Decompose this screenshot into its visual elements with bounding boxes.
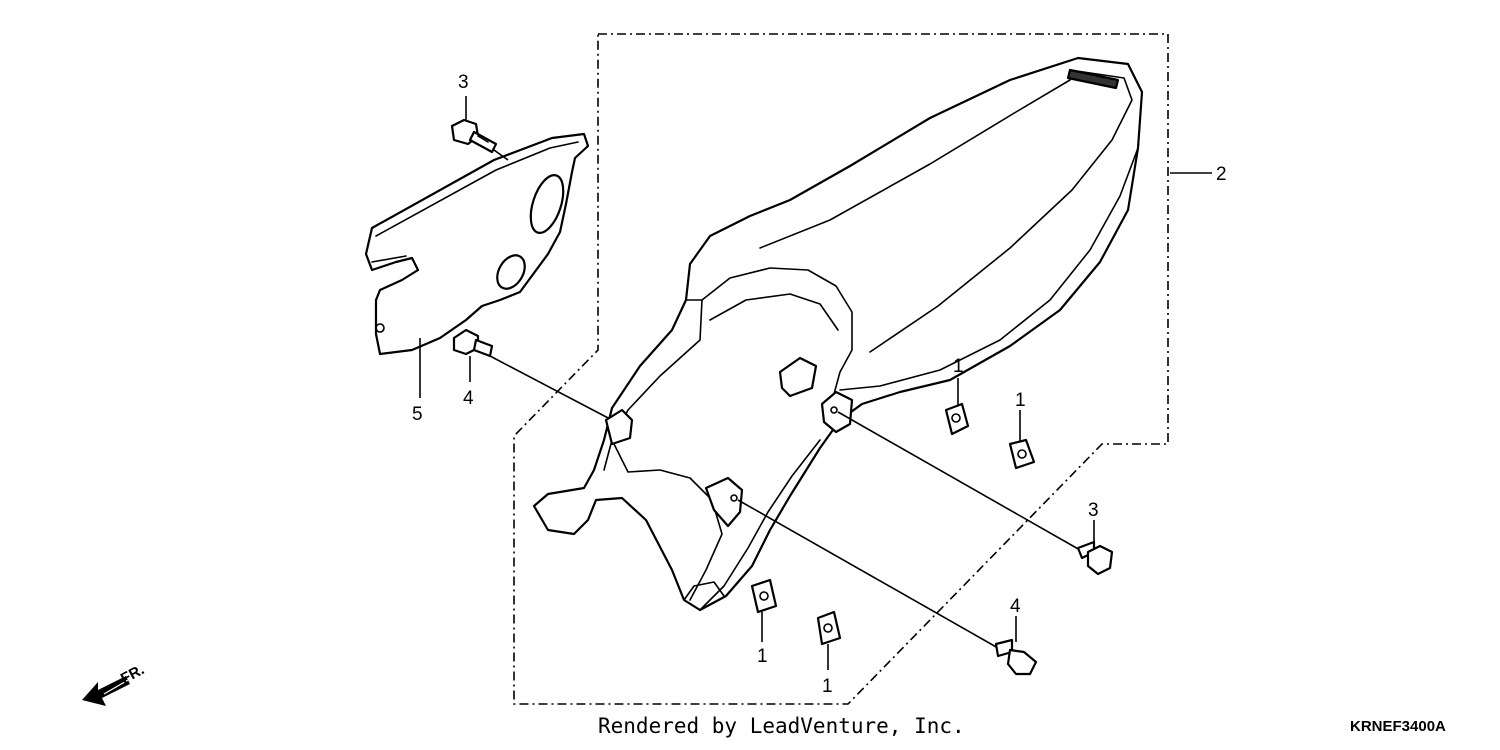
callout-2: 2 (1216, 164, 1227, 185)
callout-5: 5 (412, 404, 423, 425)
callout-1-c: 1 (757, 646, 768, 667)
callout-1-b: 1 (1015, 390, 1026, 411)
clip-nut-1-b (1008, 438, 1036, 470)
rear-fender (532, 56, 1144, 612)
callout-1-d: 1 (822, 676, 833, 697)
splash-guard-plate (364, 132, 590, 356)
callout-1-a: 1 (953, 356, 964, 377)
callout-4-left: 4 (463, 388, 474, 409)
leader-line-4-left-to-fender (489, 355, 613, 421)
callout-4-right: 4 (1010, 596, 1021, 617)
front-direction-arrow (82, 676, 130, 706)
flange-bolt-3-right (1076, 540, 1114, 576)
leader-line-3-to-plate (493, 149, 509, 161)
assembly-boundary (513, 33, 1169, 705)
clip-nut-1-a (944, 402, 970, 436)
flange-bolt-4-right (994, 638, 1038, 676)
diagram-code: KRNEF3400A (1350, 718, 1446, 735)
callout-3-right: 3 (1088, 500, 1099, 521)
clip-nut-1-d (816, 610, 842, 646)
clip-nut-1-c (750, 578, 778, 614)
callout-3-top: 3 (458, 72, 469, 93)
leader-line-4-right-to-fender (737, 499, 999, 649)
flange-bolt-3-top (450, 118, 498, 154)
flange-bolt-4-left (452, 328, 494, 358)
credit-text: Rendered by LeadVenture, Inc. (598, 714, 965, 738)
leader-line-3-right-to-fender (837, 411, 1081, 551)
